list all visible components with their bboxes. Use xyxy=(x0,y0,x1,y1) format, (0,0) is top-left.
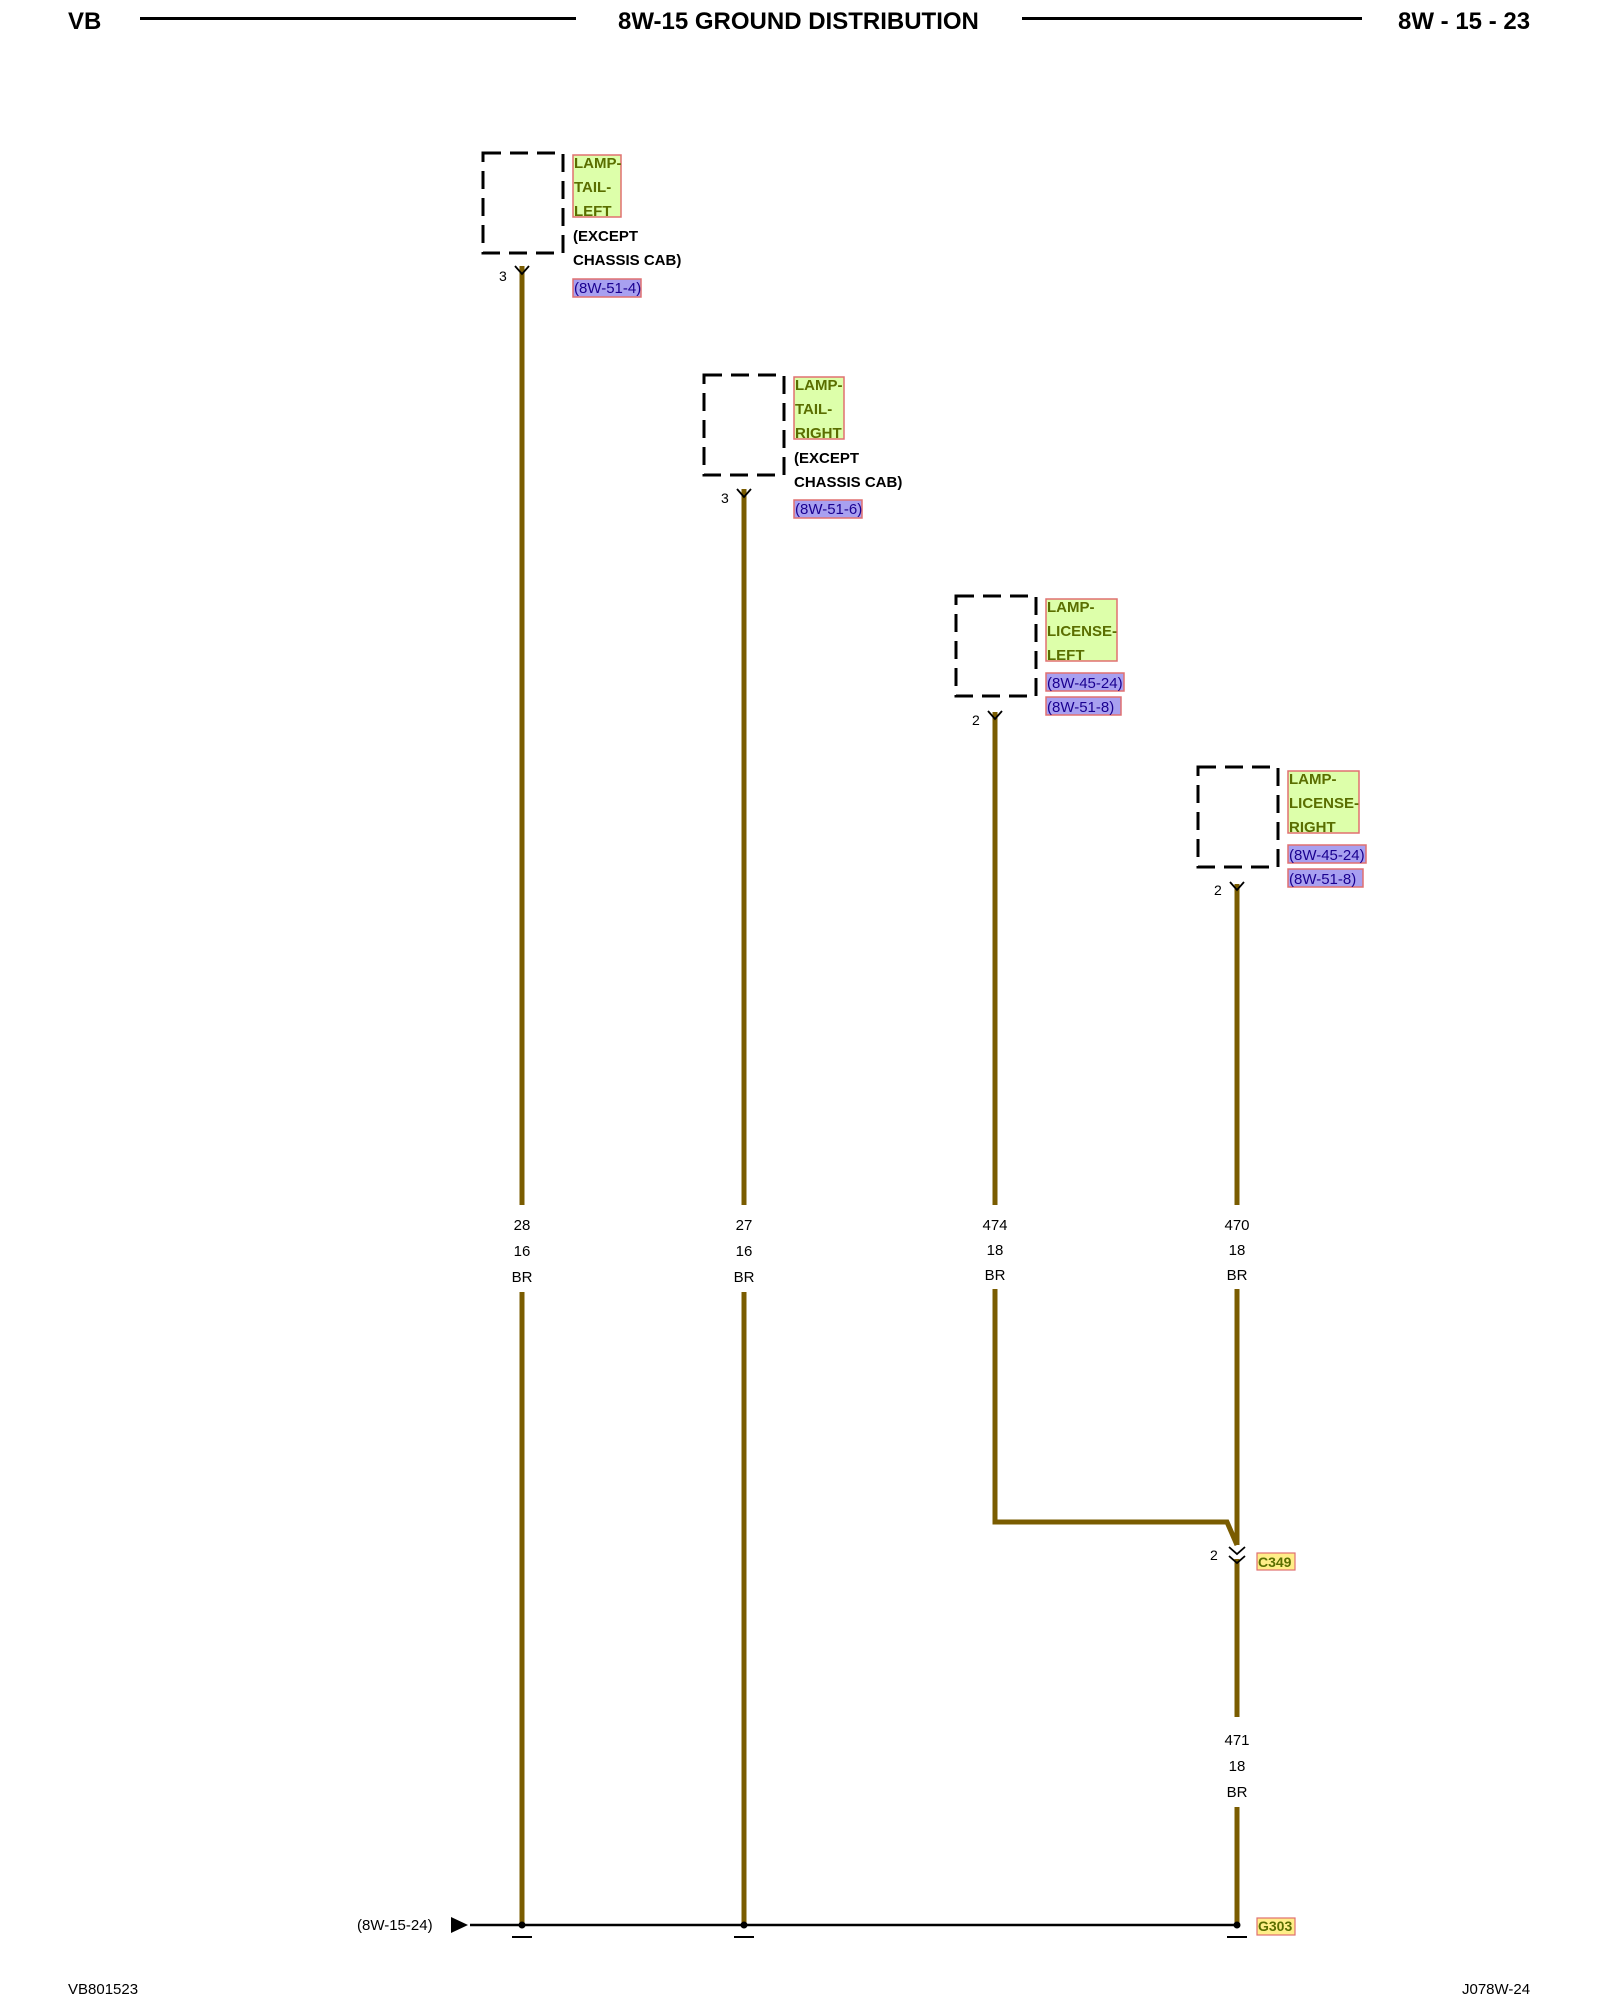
tail-left-name-bg xyxy=(572,154,622,218)
tail-left-name-line-3: LEFT xyxy=(574,203,612,220)
tail-left-note-line-2: CHASSIS CAB) xyxy=(573,252,681,269)
tail-right-name-line-2: TAIL- xyxy=(795,401,832,418)
wire-27-color: BR xyxy=(734,1269,755,1286)
license-right-name-line-2: LICENSE- xyxy=(1289,795,1359,812)
tail-left-ref[interactable]: (8W-51-4) xyxy=(574,280,641,297)
footer-left: VB801523 xyxy=(68,1981,139,1998)
ground-ref[interactable]: (8W-15-24) xyxy=(357,1917,433,1934)
lamp-license-right-box[interactable] xyxy=(1196,765,1280,869)
license-left-pin: 2 xyxy=(972,712,980,728)
wire-471-circuit: 471 xyxy=(1224,1732,1249,1749)
splice-dot-icon xyxy=(1233,1921,1241,1929)
wire-471-color: BR xyxy=(1227,1784,1248,1801)
g303-label-bg xyxy=(1256,1917,1296,1936)
wire-labels: 28 16 BR 27 16 BR 474 18 BR 470 18 BR 47… xyxy=(512,1217,1250,1801)
license-left-name-line-2: LICENSE- xyxy=(1047,623,1117,640)
wire-28-gauge: 16 xyxy=(514,1243,531,1260)
tail-left-pin: 3 xyxy=(499,268,507,284)
wire-28-color: BR xyxy=(512,1269,533,1286)
license-right-ref-2[interactable]: (8W-51-8) xyxy=(1289,871,1356,888)
tail-left-name-line-1: LAMP- xyxy=(574,155,622,172)
license-left-name-line-3: LEFT xyxy=(1047,647,1085,664)
pin-fork-icon xyxy=(1229,881,1245,892)
wire-474-circuit: 474 xyxy=(982,1217,1007,1234)
c349-fork-icon xyxy=(1228,1546,1246,1556)
header-left: VB xyxy=(68,8,102,35)
lamp-tail-left-box[interactable] xyxy=(481,151,565,255)
tail-right-ref[interactable]: (8W-51-6) xyxy=(795,501,862,518)
splice-dot-icon xyxy=(740,1921,748,1929)
ground-splice-markers xyxy=(512,1921,1247,1938)
component-boxes xyxy=(481,151,1280,869)
license-right-ref-1[interactable]: (8W-45-24) xyxy=(1289,847,1365,864)
license-right-ref2-bg xyxy=(1287,868,1364,888)
c349-pin: 2 xyxy=(1210,1547,1218,1563)
wire-470-color: BR xyxy=(1227,1267,1248,1284)
lamp-license-left-box[interactable] xyxy=(954,594,1038,698)
header-rule-left xyxy=(140,17,576,20)
license-right-name-line-1: LAMP- xyxy=(1289,771,1337,788)
splice-dot-icon xyxy=(518,1921,526,1929)
c349-fork-icon xyxy=(1228,1555,1246,1565)
wire-474-color: BR xyxy=(985,1267,1006,1284)
tail-left-name-line-2: TAIL- xyxy=(574,179,611,196)
wire-471-gauge: 18 xyxy=(1229,1758,1246,1775)
tail-right-note-line-1: (EXCEPT xyxy=(794,450,859,467)
footer-right: J078W-24 xyxy=(1462,1981,1531,1998)
c349-label-bg xyxy=(1256,1552,1296,1571)
license-right-name-bg xyxy=(1287,770,1360,834)
license-right-name-line-3: RIGHT xyxy=(1289,819,1336,836)
wire-470-circuit: 470 xyxy=(1224,1217,1249,1234)
license-right-pin: 2 xyxy=(1214,882,1222,898)
off-page-arrow-icon xyxy=(451,1917,468,1933)
license-left-ref-2[interactable]: (8W-51-8) xyxy=(1047,699,1114,716)
wire-27-gauge: 16 xyxy=(736,1243,753,1260)
wire-470-gauge: 18 xyxy=(1229,1242,1246,1259)
wire-28-circuit: 28 xyxy=(514,1217,531,1234)
wire-474-lower xyxy=(992,1289,1240,1546)
lamp-tail-right-box[interactable] xyxy=(702,373,786,477)
tail-right-name-line-1: LAMP- xyxy=(795,377,843,394)
tail-right-pin: 3 xyxy=(721,490,729,506)
wire-27-circuit: 27 xyxy=(736,1217,753,1234)
connector-label-boxes xyxy=(1256,1552,1296,1936)
c349-label[interactable]: C349 xyxy=(1258,1554,1292,1570)
license-left-ref1-bg xyxy=(1045,672,1125,692)
page-title: 8W-15 GROUND DISTRIBUTION xyxy=(618,8,979,35)
pin-fork-icon xyxy=(514,265,530,276)
tail-right-name-line-3: RIGHT xyxy=(795,425,842,442)
tail-left-note-line-1: (EXCEPT xyxy=(573,228,638,245)
connector-pin-icons xyxy=(514,265,1246,1565)
tail-right-name-bg xyxy=(793,376,845,440)
pin-fork-icon xyxy=(736,488,752,499)
license-left-name-bg xyxy=(1045,598,1118,662)
ref-label-boxes xyxy=(572,278,1367,888)
wire-layer xyxy=(519,266,1240,1924)
wire-474-gauge: 18 xyxy=(987,1242,1004,1259)
g303-label[interactable]: G303 xyxy=(1258,1918,1292,1934)
tail-right-note-line-2: CHASSIS CAB) xyxy=(794,474,902,491)
tail-right-ref-bg xyxy=(793,499,863,519)
license-left-name-line-1: LAMP- xyxy=(1047,599,1095,616)
tail-left-ref-bg xyxy=(572,278,642,298)
pin-fork-icon xyxy=(987,710,1003,721)
header-rule-right xyxy=(1022,17,1362,20)
header-page-number: 8W - 15 - 23 xyxy=(1398,8,1531,35)
component-label-boxes xyxy=(572,154,1360,834)
license-left-ref-1[interactable]: (8W-45-24) xyxy=(1047,675,1123,692)
license-left-ref2-bg xyxy=(1045,696,1122,716)
license-right-ref1-bg xyxy=(1287,844,1367,864)
